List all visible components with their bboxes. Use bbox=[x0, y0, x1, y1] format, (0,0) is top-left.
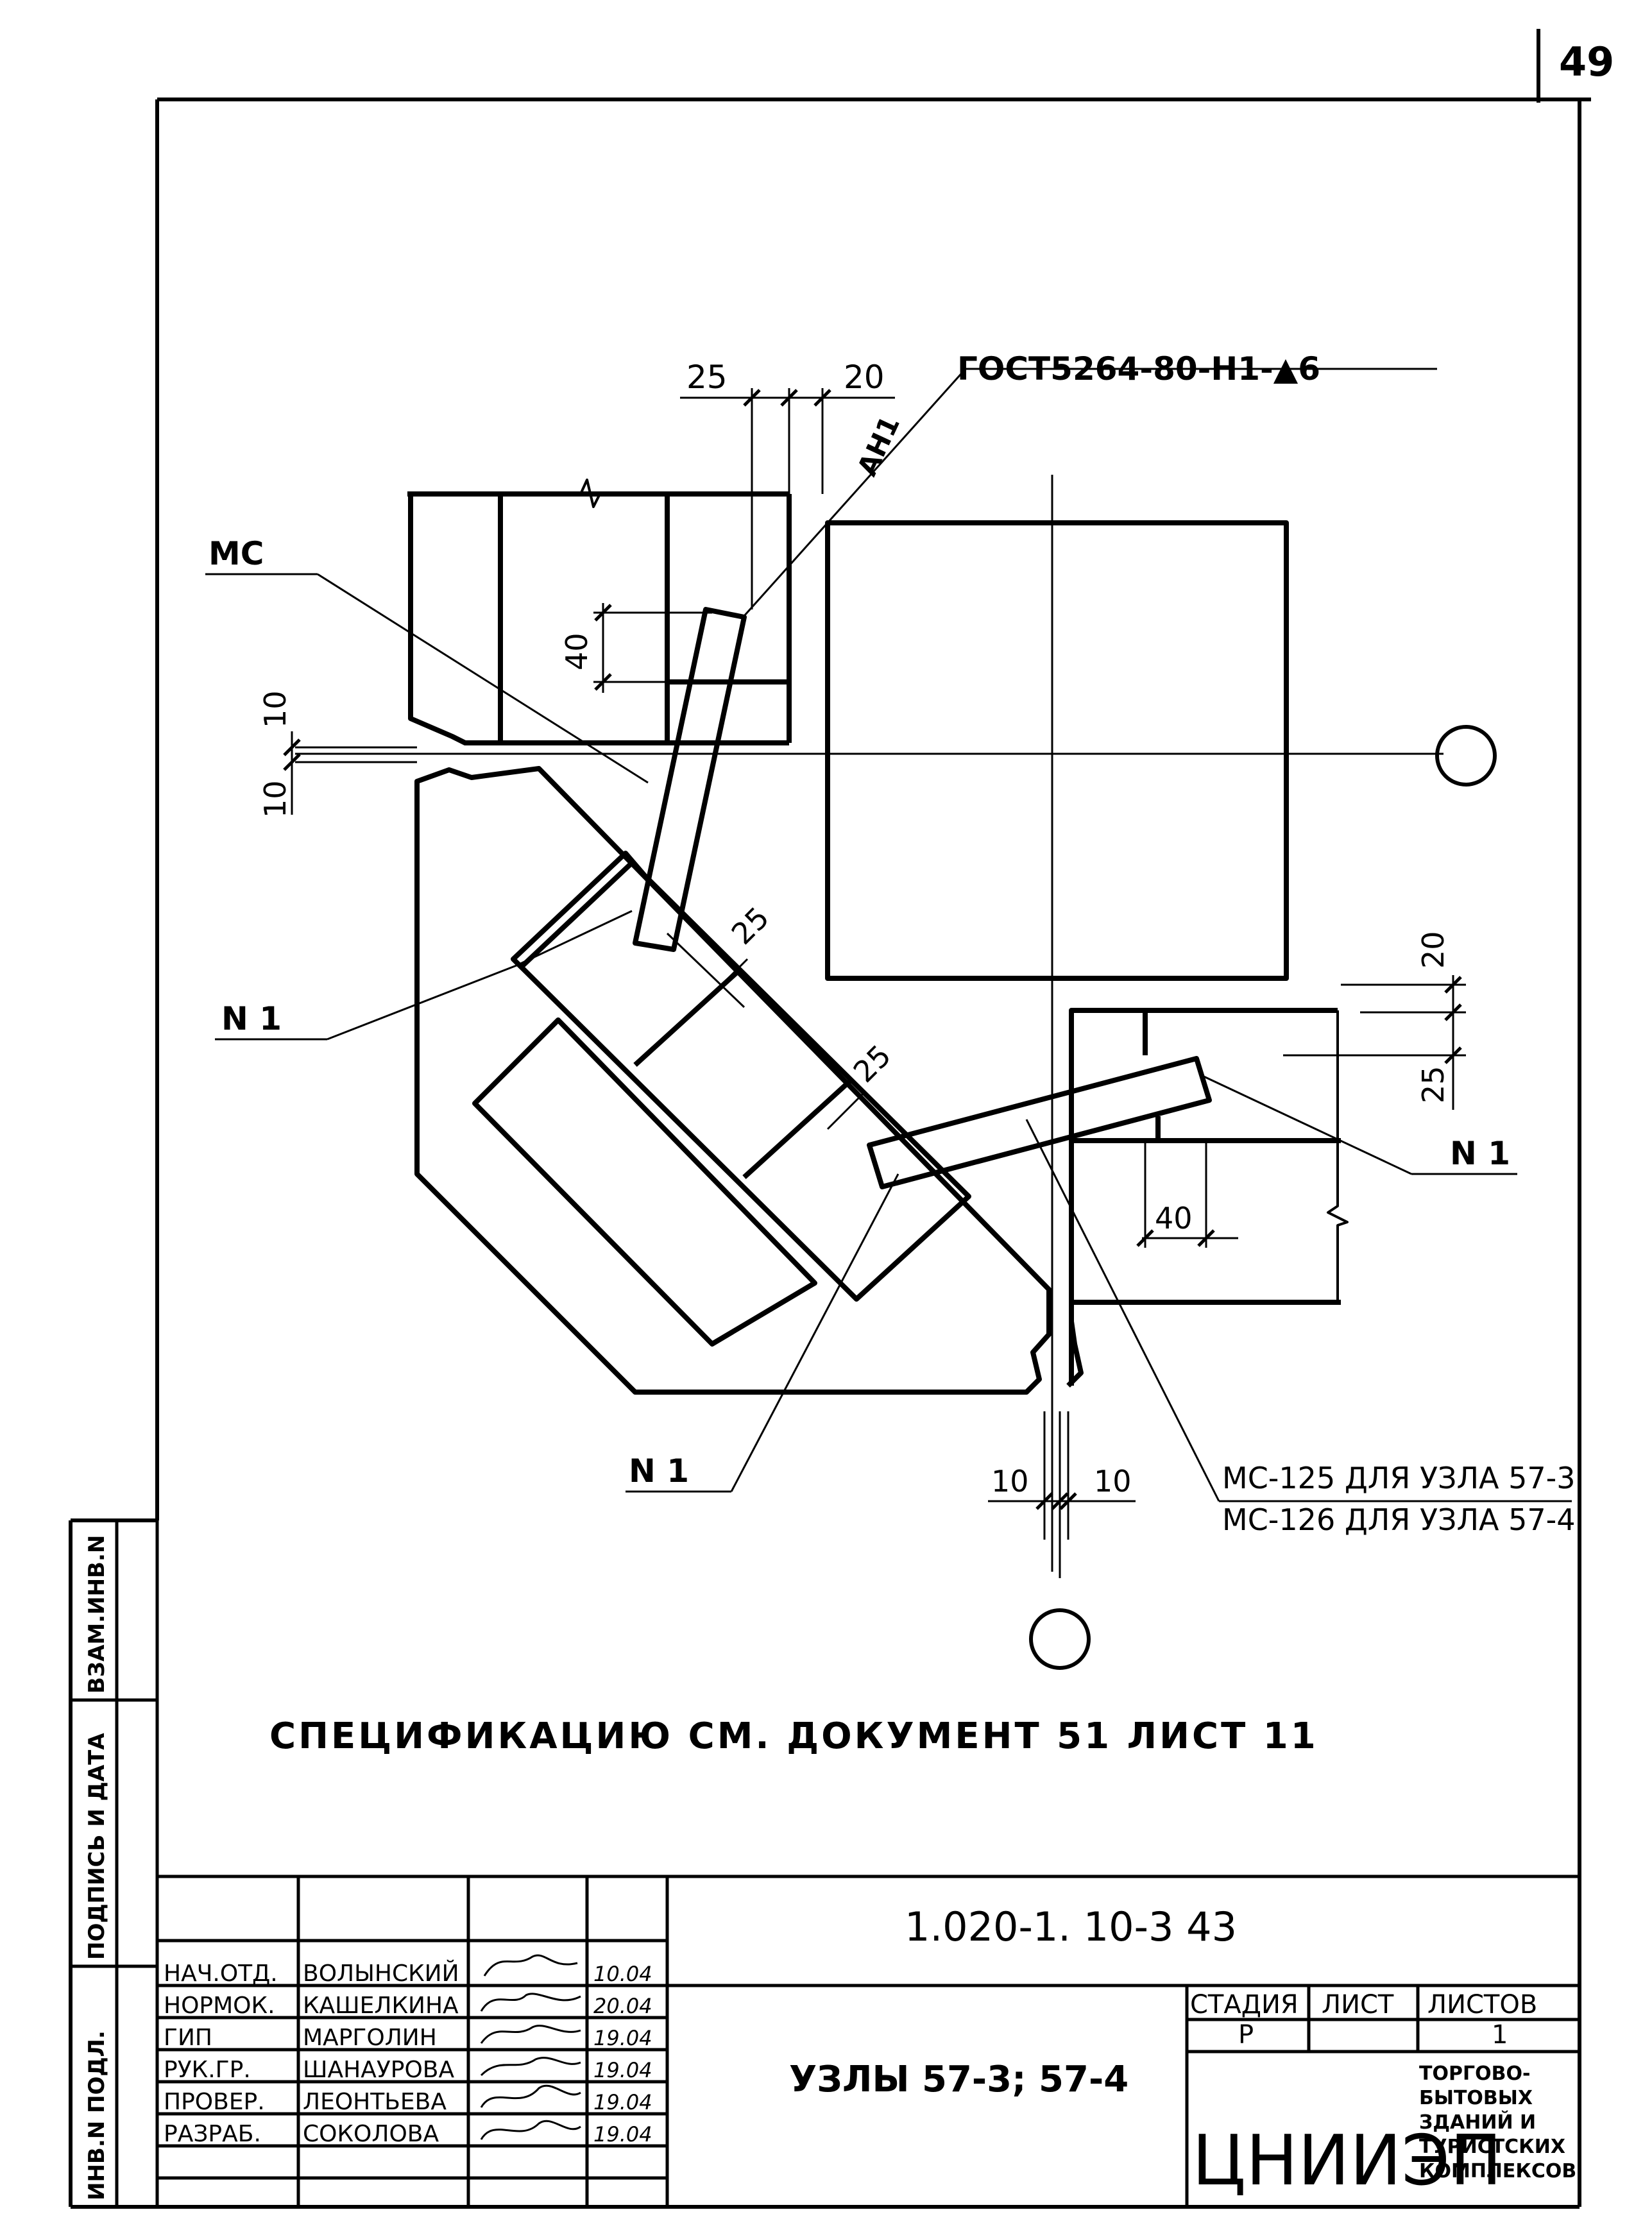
org-sub-1: ТОРГОВО- bbox=[1419, 2062, 1530, 2085]
dim-left-10-bottom: 10 bbox=[258, 780, 293, 818]
column-section bbox=[825, 520, 1289, 981]
drawing-title: УЗЛЫ 57-3; 57-4 bbox=[789, 2059, 1128, 2100]
drawing-frame bbox=[69, 98, 1591, 2209]
callout-gost: ГОСТ5264-80-Н1-▲6 bbox=[957, 350, 1320, 387]
sign-date: 19.04 bbox=[593, 2058, 652, 2082]
doc-code: 1.020-1. 10-3 43 bbox=[905, 1903, 1237, 1950]
diagonal-plates bbox=[472, 851, 971, 1347]
specification-note: СПЕЦИФИКАЦИЮ СМ. ДОКУМЕНТ 51 ЛИСТ 11 bbox=[269, 1715, 1318, 1757]
callout-n1-right: N 1 bbox=[1450, 1135, 1510, 1172]
detail-drawing bbox=[407, 479, 1349, 1395]
person-name: КАШЕЛКИНА bbox=[303, 1993, 459, 2019]
role: РАЗРАБ. bbox=[164, 2121, 261, 2147]
sheets-header: ЛИСТОВ bbox=[1427, 1990, 1537, 2020]
upper-left-wall bbox=[407, 479, 792, 745]
dim-right-40: 40 bbox=[1155, 1201, 1193, 1236]
callout-n1-bottom: N 1 bbox=[629, 1452, 689, 1490]
side-stamp-podpis-data: ПОДПИСЬ И ДАТА bbox=[84, 1733, 110, 1960]
stage-header: СТАДИЯ bbox=[1190, 1990, 1299, 2020]
callout-mc: МС bbox=[209, 535, 264, 572]
callout-n1-left: N 1 bbox=[221, 1000, 282, 1037]
signature-rows: НАЧ.ОТД. ВОЛЫНСКИЙ 10.04 НОРМОК. КАШЕЛКИ… bbox=[164, 1960, 652, 2147]
role: НАЧ.ОТД. bbox=[164, 1960, 278, 1987]
page-number-box: 49 bbox=[1537, 29, 1614, 103]
org-sub-5: КОМПЛЕКСОВ bbox=[1419, 2160, 1576, 2182]
role: ПРОВЕР. bbox=[164, 2089, 265, 2115]
lower-right-wall bbox=[1066, 1008, 1349, 1388]
side-stamp-inv-podl: ИНВ.N ПОДЛ. bbox=[84, 2030, 110, 2200]
side-stamp-vzam-inv: ВЗАМ.ИНВ.N bbox=[84, 1535, 110, 1694]
handwritten-signatures bbox=[480, 1954, 581, 2140]
dim-right-25: 25 bbox=[1416, 1066, 1451, 1103]
callout-mc125: МС-125 ДЛЯ УЗЛА 57-3 bbox=[1222, 1461, 1576, 1495]
sign-date: 19.04 bbox=[593, 2026, 652, 2050]
drawing-labels: ГОСТ5264-80-Н1-▲6 МС N 1 N 1 N 1 АН1 МС-… bbox=[209, 350, 1576, 1537]
role: ГИП bbox=[164, 2025, 212, 2051]
bevelled-slab bbox=[414, 766, 1052, 1395]
org-sub-3: ЗДАНИЙ И bbox=[1419, 2111, 1536, 2134]
person-name: СОКОЛОВА bbox=[303, 2121, 439, 2147]
dim-top-right: 20 bbox=[844, 359, 885, 396]
sign-date: 10.04 bbox=[593, 1962, 652, 1986]
dim-bottom-10-left: 10 bbox=[991, 1464, 1029, 1499]
person-name: ЛЕОНТЬЕВА bbox=[303, 2089, 447, 2115]
org-sub-4: ТУРИСТСКИХ bbox=[1419, 2136, 1565, 2158]
dim-right-20: 20 bbox=[1416, 931, 1451, 969]
dim-vert-40: 40 bbox=[559, 633, 594, 670]
role: НОРМОК. bbox=[164, 1993, 275, 2019]
upper-steel-strip bbox=[633, 607, 747, 952]
sign-date: 19.04 bbox=[593, 2122, 652, 2147]
centre-lines bbox=[295, 475, 1443, 1578]
dim-top-left: 25 bbox=[686, 359, 728, 396]
person-name: ВОЛЫНСКИЙ bbox=[303, 1960, 459, 1987]
callout-mc126: МС-126 ДЛЯ УЗЛА 57-4 bbox=[1222, 1502, 1576, 1537]
person-name: ШАНАУРОВА bbox=[303, 2057, 455, 2083]
sheets-value: 1 bbox=[1492, 2020, 1508, 2050]
sign-date: 19.04 bbox=[593, 2090, 652, 2114]
person-name: МАРГОЛИН bbox=[303, 2025, 437, 2051]
role: РУК.ГР. bbox=[164, 2057, 251, 2083]
axis-marker-bottom bbox=[1029, 1608, 1091, 1670]
stage-value: Р bbox=[1238, 2020, 1254, 2050]
side-stamp bbox=[71, 1520, 159, 2207]
org-name: ЦНИИЭП bbox=[1192, 2121, 1502, 2201]
page-number: 49 bbox=[1559, 38, 1614, 85]
dimension-ticks bbox=[283, 389, 1462, 1510]
title-block bbox=[157, 1875, 1580, 2207]
sheet-header: ЛИСТ bbox=[1322, 1990, 1394, 2020]
org-sub-2: БЫТОВЫХ bbox=[1419, 2087, 1533, 2109]
axis-marker-right bbox=[1435, 725, 1497, 787]
sign-date: 20.04 bbox=[593, 1994, 652, 2018]
dim-left-10-top: 10 bbox=[258, 690, 293, 728]
lower-steel-strip bbox=[867, 1056, 1212, 1189]
dim-bottom-10-right: 10 bbox=[1094, 1464, 1132, 1499]
dim-diag-25-upper: 25 bbox=[725, 900, 776, 951]
